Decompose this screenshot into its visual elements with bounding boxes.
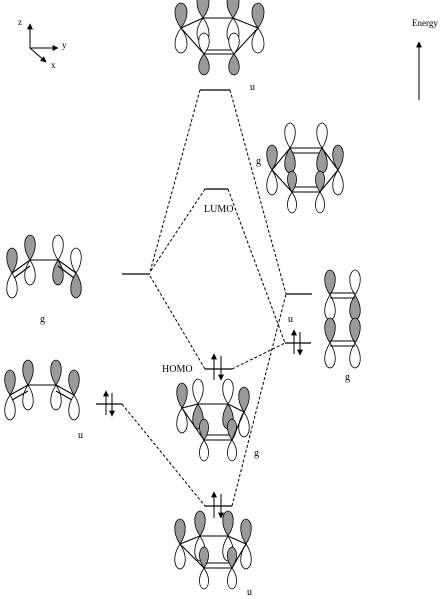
electron-pairs [103,329,303,519]
label-ethylene-g: g [345,372,350,383]
label-homo: HOMO [162,364,193,375]
electron-pair-allyl [103,390,115,417]
orbital-ethylene-u [324,269,361,321]
orbital-allyl-u [4,359,80,421]
orbital-ring-middle [176,378,250,462]
orbital-ethylene-g [324,317,361,369]
axis-x-label: x [51,60,56,70]
energy-levels [96,89,312,507]
orbital-ring-bottom [174,510,252,590]
electron-pair-bottom [211,491,224,519]
label-lumo: LUMO [204,204,233,215]
correlation-lines [121,89,287,507]
electron-pair-homo [211,353,224,381]
electron-pair-ethylene [291,329,303,356]
orbital-ring-top [174,0,265,76]
orbital-allyl-g [6,234,82,299]
label-top-u: u [250,82,255,93]
label-allyl-g: g [40,314,45,325]
axis-triad: z y x [18,17,67,70]
orbital-ring-right [266,122,344,214]
label-allyl-u: u [78,430,83,441]
axis-y-label: y [62,40,67,50]
label-bottom-u: u [247,587,252,598]
axis-z-label: z [18,17,22,27]
label-g-right: g [256,156,261,167]
label-ethylene-u: u [288,314,293,325]
label-ring-g: g [254,448,259,459]
energy-axis: Energy [412,18,438,100]
energy-label: Energy [412,18,438,28]
